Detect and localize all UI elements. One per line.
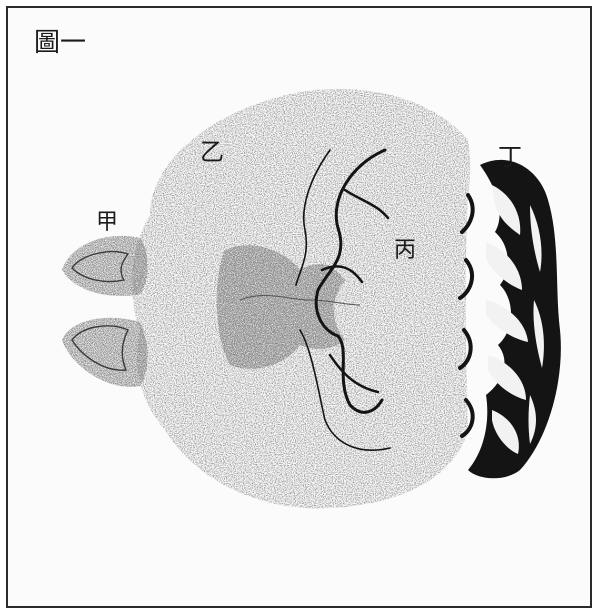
cerebellum bbox=[460, 160, 561, 478]
figure-title: 圖一 bbox=[34, 30, 86, 56]
label-yi: 乙 bbox=[200, 140, 224, 164]
label-bing: 丙 bbox=[394, 240, 416, 262]
label-ding: 丁 bbox=[498, 145, 522, 169]
label-jia: 甲 bbox=[96, 212, 118, 234]
